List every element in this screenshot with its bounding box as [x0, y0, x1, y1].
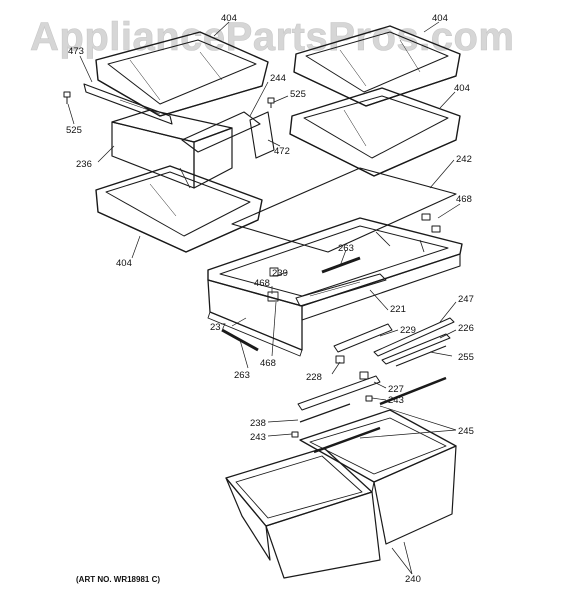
callout-243: 243	[388, 395, 404, 406]
rail-473[interactable]	[83, 83, 173, 125]
screw-525-right[interactable]	[267, 97, 275, 108]
cap-243[interactable]	[291, 395, 373, 438]
callout-263: 263	[338, 243, 354, 254]
slide-255[interactable]	[395, 345, 447, 367]
slide-221[interactable]	[295, 273, 387, 307]
callout-404: 404	[432, 13, 448, 24]
rail-247[interactable]	[373, 317, 455, 357]
seal-238[interactable]	[299, 403, 351, 423]
callout-468: 468	[254, 278, 270, 289]
callout-245: 245	[458, 426, 474, 437]
callout-468: 468	[456, 194, 472, 205]
callout-238: 238	[250, 418, 266, 429]
slide-229[interactable]	[333, 323, 393, 353]
callout-243: 243	[250, 432, 266, 443]
pan-drawer-236[interactable]	[111, 109, 233, 189]
callout-404: 404	[116, 258, 132, 269]
seal-263-upper[interactable]	[321, 256, 361, 274]
callout-472: 472	[274, 146, 290, 157]
rail-472[interactable]	[249, 111, 275, 159]
callout-227: 227	[388, 384, 404, 395]
callout-525: 525	[66, 125, 82, 136]
callout-404: 404	[221, 13, 237, 24]
callout-244: 244	[270, 73, 286, 84]
seal-245[interactable]	[313, 376, 447, 454]
shelf-404-upper-right[interactable]	[293, 25, 461, 107]
bracket-244[interactable]	[181, 111, 261, 153]
callout-255: 255	[458, 352, 474, 363]
callout-228: 228	[306, 372, 322, 383]
spacer-468-upper-right[interactable]	[421, 213, 441, 233]
callout-229: 229	[400, 325, 416, 336]
callout-525: 525	[290, 89, 306, 100]
callout-240: 240	[405, 574, 421, 585]
rail-226[interactable]	[381, 333, 451, 365]
callout-468: 468	[260, 358, 276, 369]
callout-221: 221	[390, 304, 406, 315]
latch-228[interactable]	[335, 355, 369, 380]
leader-lines	[67, 21, 461, 575]
callout-247: 247	[458, 294, 474, 305]
callout-404: 404	[454, 83, 470, 94]
callout-242: 242	[456, 154, 472, 165]
shelf-404-lower-left[interactable]	[95, 165, 263, 253]
callout-473: 473	[68, 46, 84, 57]
glass-cover-242[interactable]	[231, 167, 457, 253]
rail-227[interactable]	[297, 375, 381, 411]
callout-263: 263	[234, 370, 250, 381]
shelf-404-middle-right[interactable]	[289, 87, 461, 177]
screw-525-left[interactable]	[63, 91, 71, 104]
crisper-frame-237[interactable]	[207, 217, 463, 357]
callout-labels: 404 404 404 404 473 525 244 525 472 236 …	[66, 13, 474, 585]
callout-239: 239	[272, 268, 288, 279]
callout-236: 236	[76, 159, 92, 170]
callout-237: 237	[210, 322, 226, 333]
watermark: AppliancePartsPros.com	[30, 15, 515, 59]
crisper-pan-240[interactable]	[225, 409, 457, 579]
art-number: (ART NO. WR18981 C)	[76, 575, 160, 584]
callout-226: 226	[458, 323, 474, 334]
